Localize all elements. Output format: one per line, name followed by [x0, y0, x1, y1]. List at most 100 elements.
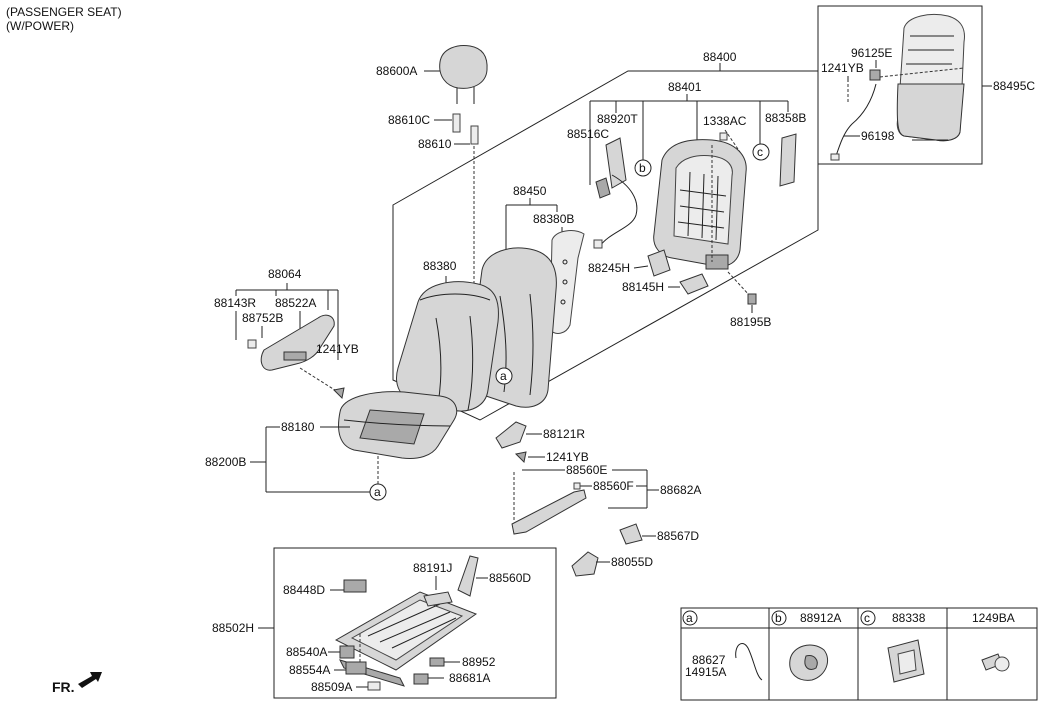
- seatback-side-trim-part: [779, 133, 797, 187]
- seat-cushion-88180-part: [338, 391, 458, 459]
- switch-88681A-part: [413, 673, 429, 685]
- header-line-2: (W/POWER): [6, 19, 74, 33]
- label-88064: 88064: [268, 267, 302, 281]
- label-88450: 88450: [513, 184, 547, 198]
- headrest-guide-lock-part: [470, 125, 479, 145]
- label-88560E: 88560E: [566, 463, 607, 477]
- clip-88912A-part: [789, 644, 828, 681]
- label-88055D: 88055D: [611, 555, 653, 569]
- callout-c: [752, 143, 770, 161]
- screw-1241YB-shield-part: [332, 387, 345, 400]
- label-88200B: 88200B: [205, 455, 246, 469]
- label-88180: 88180: [281, 420, 315, 434]
- cover-88567D-part: [619, 523, 643, 545]
- legend-a-letter: a: [686, 611, 693, 625]
- label-88681A: 88681A: [449, 671, 490, 685]
- label-88509A: 88509A: [311, 680, 352, 694]
- label-88145H: 88145H: [622, 280, 664, 294]
- back-board-assembly-outline: [817, 5, 983, 165]
- seatback-frame-part: [653, 139, 747, 270]
- label-88401: 88401: [668, 80, 702, 94]
- recliner-cover-88145H-part: [679, 273, 709, 295]
- seat-side-shield-part: [247, 314, 335, 371]
- cover-88560D-part: [457, 555, 479, 597]
- legend-callout-a: [682, 610, 698, 626]
- screw-1249BA-part: [981, 653, 1010, 672]
- wiring-96198-part: [830, 83, 877, 161]
- legend-a-part1: 88627: [692, 653, 726, 667]
- sensor-96125E-part: [869, 69, 881, 81]
- headrest-part: [439, 45, 488, 104]
- callout-a-cushion-letter: a: [374, 485, 381, 499]
- bolt-88195B-part: [747, 293, 757, 305]
- label-1241YB-shield: 1241YB: [316, 342, 359, 356]
- cover-88055D-part: [571, 551, 599, 577]
- callout-a-cushion: [369, 483, 387, 501]
- label-88554A: 88554A: [289, 663, 330, 677]
- label-88245H: 88245H: [588, 261, 630, 275]
- label-88380: 88380: [423, 259, 457, 273]
- label-88358B: 88358B: [765, 111, 806, 125]
- cover-88509A-part: [367, 681, 381, 691]
- motor-88448D-part: [343, 579, 367, 593]
- label-88143R: 88143R: [214, 296, 256, 310]
- label-88516C: 88516C: [567, 127, 609, 141]
- label-1241YB-board: 1241YB: [821, 61, 864, 75]
- connector-88952-part: [429, 657, 445, 667]
- seatback-back-board-part: [896, 14, 965, 142]
- label-88380B: 88380B: [533, 212, 574, 226]
- front-indicator-label: FR.: [52, 679, 75, 695]
- rail-cover-88121R-part: [495, 421, 527, 449]
- label-88560F: 88560F: [593, 479, 634, 493]
- label-88567D: 88567D: [657, 529, 699, 543]
- headrest-guide-part: [452, 113, 461, 133]
- callout-a-seatback: [495, 367, 513, 385]
- legend-a-part2: 14915A: [685, 665, 726, 679]
- seatback-assembly-outline: [392, 70, 819, 421]
- label-1338AC: 1338AC: [703, 114, 747, 128]
- rail-trim-88682A-part: [511, 482, 587, 535]
- bracket-88191J-part: [423, 591, 453, 607]
- legend-b-letter: b: [775, 611, 782, 625]
- label-88610: 88610: [418, 137, 452, 151]
- label-88600A: 88600A: [376, 64, 417, 78]
- label-88522A: 88522A: [275, 296, 316, 310]
- clip-88338-part: [887, 639, 925, 683]
- label-1241YB-rail: 1241YB: [546, 450, 589, 464]
- seat-track-assembly-outline: [273, 547, 557, 699]
- legend-callout-b: [771, 610, 787, 626]
- label-88540A: 88540A: [286, 645, 327, 659]
- label-88495C: 88495C: [993, 79, 1035, 93]
- wire-clip-88627-part: [735, 643, 763, 681]
- label-88560D: 88560D: [489, 571, 531, 585]
- screw-1241YB-rail-part: [514, 451, 527, 464]
- label-96198: 96198: [861, 129, 895, 143]
- label-88195B: 88195B: [730, 315, 771, 329]
- side-airbag-module-part: [593, 137, 638, 249]
- label-88610C: 88610C: [388, 113, 430, 127]
- legend-c-part: 88338: [892, 611, 926, 625]
- label-88752B: 88752B: [242, 311, 283, 325]
- callout-b-letter: b: [639, 161, 646, 175]
- label-88502H: 88502H: [212, 621, 254, 635]
- recliner-cover-88245H-part: [647, 249, 671, 277]
- label-88191J: 88191J: [413, 561, 452, 575]
- seatback-cushion-88380-part: [396, 281, 499, 412]
- module-88540A-part: [339, 645, 355, 659]
- legend-table: [680, 607, 1038, 701]
- module-88554A-part: [345, 661, 367, 675]
- callout-c-letter: c: [757, 145, 763, 159]
- label-88121R: 88121R: [543, 427, 585, 441]
- label-88682A: 88682A: [660, 483, 701, 497]
- label-88952: 88952: [462, 655, 496, 669]
- label-88920T: 88920T: [597, 112, 638, 126]
- legend-c-letter: c: [864, 611, 870, 625]
- header-line-1: (PASSENGER SEAT): [6, 5, 122, 19]
- label-96125E: 96125E: [851, 46, 892, 60]
- seatback-pad-88380B-part: [549, 230, 585, 334]
- legend-d-part: 1249BA: [972, 611, 1015, 625]
- legend-callout-c: [860, 610, 876, 626]
- label-88400: 88400: [703, 50, 737, 64]
- label-88448D: 88448D: [283, 583, 325, 597]
